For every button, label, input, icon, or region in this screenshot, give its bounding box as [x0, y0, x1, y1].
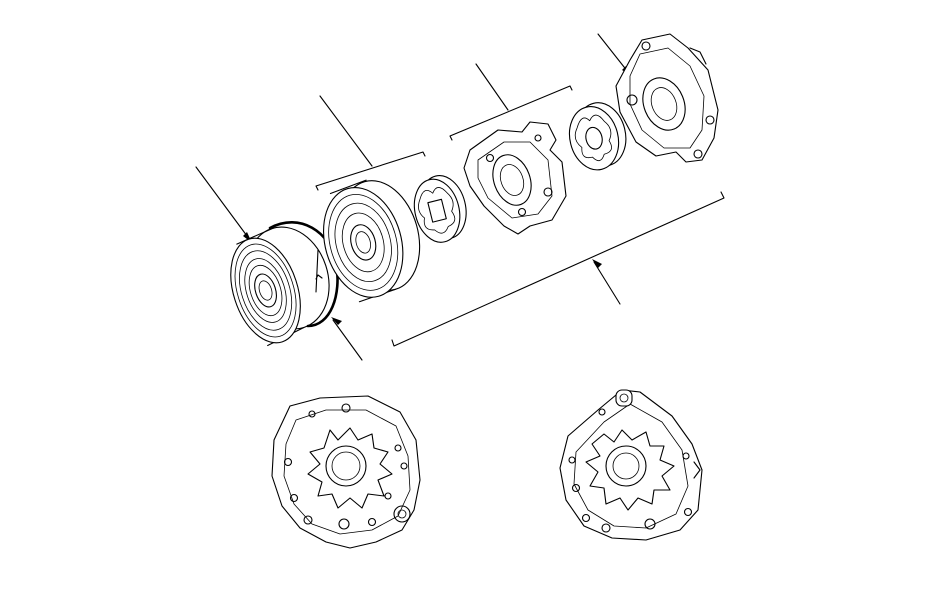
rear-housing [615, 33, 719, 163]
housing-plate [463, 121, 567, 235]
inner-rotor [413, 175, 467, 243]
pump-cover [323, 179, 421, 303]
pump-body [230, 226, 330, 347]
leader-line-plate-group [475, 63, 509, 111]
leader-arrow-lower-assembly [592, 259, 602, 268]
bracket-plate-rotor [449, 85, 573, 141]
bracket-cover-rotor [315, 151, 426, 191]
leader-line-pump-body [195, 166, 251, 241]
leader-line-cover-group [319, 95, 373, 167]
leader-line-o-ring [332, 319, 363, 361]
leader-line-rear-housing [597, 33, 629, 73]
assembled-view-front [271, 395, 421, 549]
leader-line-lower-assembly [593, 261, 621, 305]
leader-arrow-o-ring [331, 317, 342, 325]
outer-rotor [568, 102, 627, 171]
bracket-lower-assembly [391, 191, 725, 347]
callout-leaders [195, 33, 725, 361]
assembled-view-rear [559, 389, 703, 541]
